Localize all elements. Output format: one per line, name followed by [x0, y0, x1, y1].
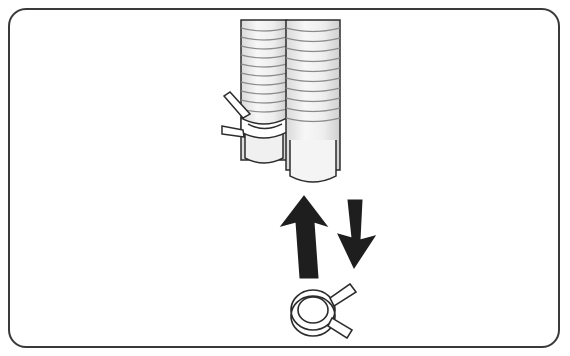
- connector-pipe: [286, 20, 340, 182]
- drain-hose: [241, 20, 287, 163]
- spring-clamp-icon: [291, 284, 356, 338]
- arrow-down-icon: [338, 200, 375, 268]
- arrow-up-icon: [281, 196, 327, 278]
